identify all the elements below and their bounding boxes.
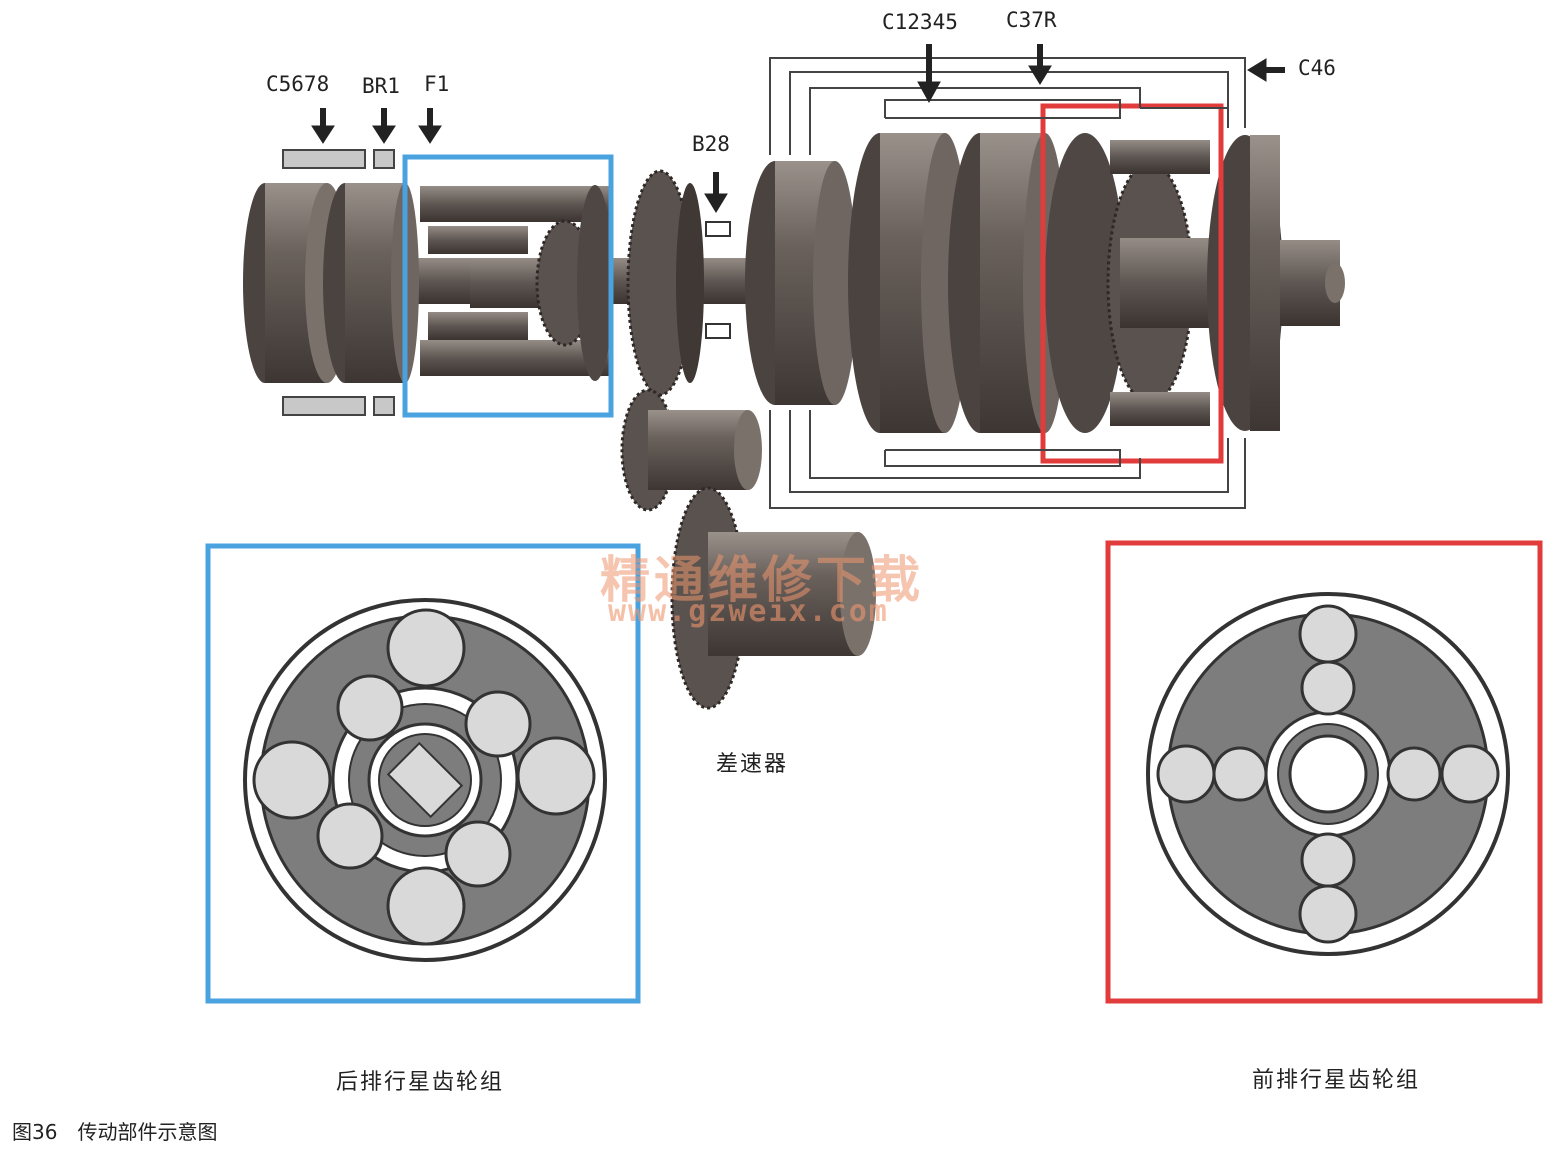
rear-planet-gear	[252, 740, 332, 820]
front-planetary-caption: 前排行星齿轮组	[1252, 1068, 1421, 1093]
label-c37r: C37R	[1006, 8, 1057, 32]
front-planet-gear	[1212, 746, 1268, 802]
br1-plate-top	[373, 149, 395, 169]
c5678-plate-top	[282, 149, 366, 169]
differential-gears	[620, 388, 876, 710]
front-planet-gear	[1386, 746, 1442, 802]
rear-planetary-caption: 后排行星齿轮组	[336, 1070, 505, 1095]
label-br1: BR1	[362, 74, 400, 98]
label-c5678: C5678	[266, 72, 330, 96]
arrow-f1	[418, 108, 442, 144]
differential-label: 差速器	[716, 752, 789, 777]
label-b28: B28	[692, 132, 730, 156]
front-planet-gear	[1156, 744, 1216, 804]
rear-pinion-gear	[444, 820, 512, 888]
watermark-title: 精通维修下载	[600, 550, 924, 609]
front-planet-gear	[1298, 604, 1358, 664]
front-planet-gear	[1298, 884, 1358, 944]
rear-pinion-gear	[464, 690, 532, 758]
hydraulic-channels	[769, 57, 1246, 509]
figure-caption: 图36 传动部件示意图	[12, 1120, 218, 1144]
label-c12345: C12345	[882, 10, 958, 34]
label-f1: F1	[424, 72, 450, 96]
arrow-b28	[704, 172, 728, 213]
rear-clutch-drums	[243, 183, 419, 383]
c5678-plate-bottom	[282, 396, 366, 416]
front-planet-gear	[1300, 832, 1356, 888]
arrow-br1	[372, 108, 396, 144]
rear-planet-gear	[516, 736, 596, 816]
label-c46: C46	[1298, 56, 1336, 80]
front-planetary-assembly	[1045, 133, 1345, 433]
rear-end-view	[243, 598, 607, 962]
arrows	[311, 44, 1285, 213]
front-end-view	[1146, 592, 1510, 956]
rear-highlight-box	[402, 154, 614, 418]
front-highlight-box	[1040, 103, 1224, 464]
rear-planetary-assembly	[420, 185, 613, 381]
transfer-gear	[626, 169, 731, 397]
rear-pinion-gear	[336, 674, 404, 742]
arrow-c46	[1247, 58, 1285, 82]
front-planet-gear	[1300, 660, 1356, 716]
front-planet-gear	[1440, 744, 1500, 804]
watermark-url: www.gzweix.com	[608, 594, 889, 629]
front-clutch-drums	[745, 133, 1067, 433]
arrow-c37r	[1028, 44, 1052, 85]
br1-plate-bottom	[373, 396, 395, 416]
rear-planet-gear	[386, 866, 466, 946]
arrow-c12345	[917, 44, 941, 104]
rear-pinion-gear	[316, 802, 384, 870]
arrow-c5678	[311, 108, 335, 144]
rear-planet-gear	[386, 608, 466, 688]
